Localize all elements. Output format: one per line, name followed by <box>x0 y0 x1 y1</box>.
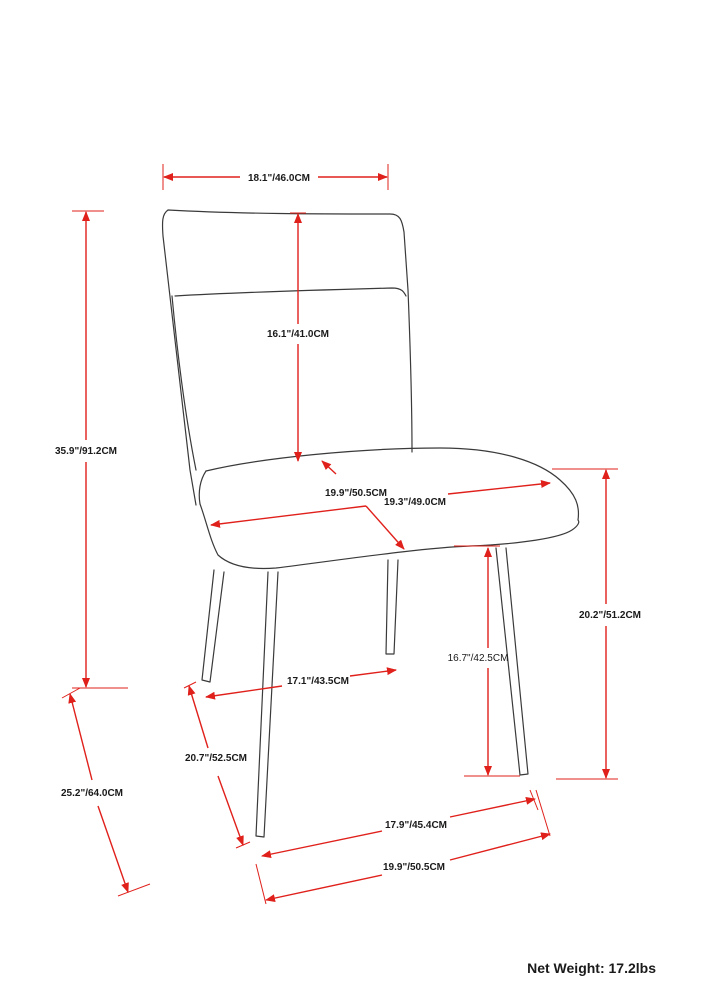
label-seat-width-front: 19.9"/50.5CM <box>325 488 387 499</box>
label-leg-span-side: 17.1"/43.5CM <box>287 676 349 687</box>
label-seat-to-floor: 16.7"/42.5CM <box>448 653 509 664</box>
dim-depth-b <box>97 805 129 893</box>
leg-back-right <box>495 547 529 776</box>
backrest-inner <box>171 295 197 471</box>
dim-depth-a <box>68 693 93 781</box>
label-width-top: 18.1"/46.0CM <box>248 173 310 184</box>
dimension-lines <box>61 164 618 905</box>
label-overall-depth: 25.2"/64.0CM <box>61 788 123 799</box>
label-overall-width: 19.9"/50.5CM <box>383 862 445 873</box>
seat-side <box>198 470 207 505</box>
ext-depth-bottom <box>117 883 151 897</box>
label-leg-depth: 20.7"/52.5CM <box>185 753 247 764</box>
dim-width-bottom-b <box>449 832 551 861</box>
leg-front-left <box>201 569 225 683</box>
label-overall-height: 35.9"/91.2CM <box>55 446 117 457</box>
ext-depth-top <box>61 687 81 699</box>
net-weight-label: Net Weight: 17.2lbs <box>527 960 656 976</box>
label-seat-depth: 19.3"/49.0CM <box>384 497 446 508</box>
dim-seat-tick <box>321 460 337 475</box>
dim-leg-depth-a <box>187 685 209 749</box>
dim-seat-width-a <box>210 505 367 528</box>
dim-seat-depth <box>447 479 551 495</box>
seat-front <box>199 503 580 570</box>
dim-leg-depth-b <box>217 775 244 846</box>
label-leg-span-front: 17.9"/45.4CM <box>385 820 447 831</box>
label-backrest-height: 16.1"/41.0CM <box>267 329 329 340</box>
chair-outline <box>161 209 580 838</box>
backrest-outline <box>161 209 413 506</box>
dim-leg-span-front-b <box>449 796 536 818</box>
dim-width-bottom-a <box>265 874 383 903</box>
backrest-seam <box>174 287 407 297</box>
dim-leg-span-side-b <box>349 667 397 677</box>
dim-leg-span-side-a <box>205 685 283 700</box>
dim-seat-width-b <box>365 505 405 550</box>
dimension-labels: 18.1"/46.0CM 35.9"/91.2CM 16.1"/41.0CM 1… <box>55 173 641 873</box>
leg-back-left <box>385 559 399 655</box>
ext-width-bottom-right <box>535 789 551 837</box>
label-seat-height: 20.2"/51.2CM <box>579 610 641 621</box>
ext-width-bottom-left <box>255 863 267 905</box>
seat-top <box>205 447 580 521</box>
leg-front-right <box>255 571 279 838</box>
dim-leg-span-front-a <box>261 830 383 859</box>
ext-leg-depth-top <box>183 681 197 689</box>
